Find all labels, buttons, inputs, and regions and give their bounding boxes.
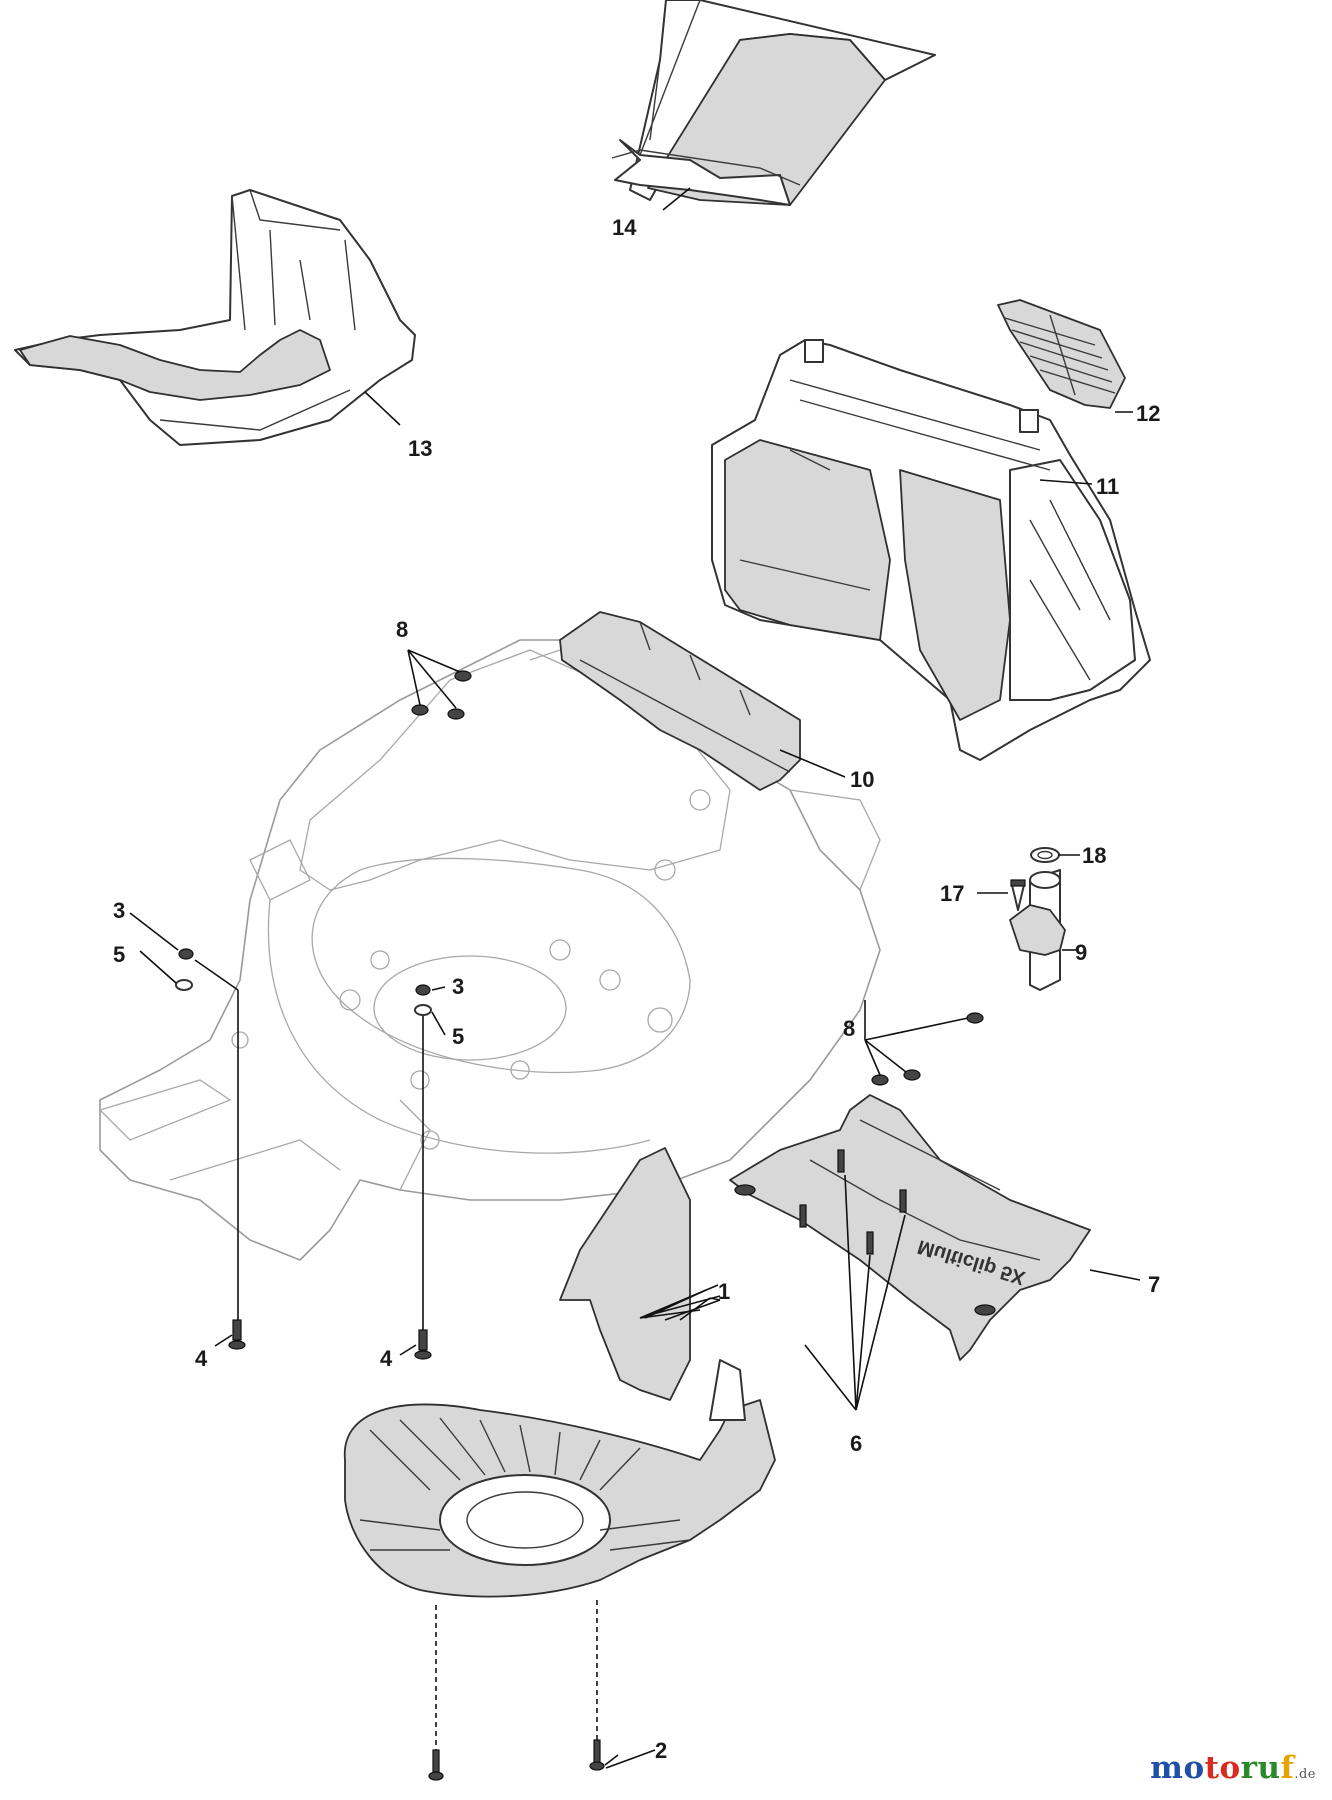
callout-7: 7 — [1148, 1272, 1160, 1297]
part-1-baffle — [344, 1147, 776, 1598]
callout-5-left: 5 — [113, 942, 125, 967]
part-10-rear-flap — [559, 611, 801, 791]
callout-17: 17 — [940, 881, 964, 906]
part-9-height-adjuster — [1009, 869, 1066, 991]
callout-4-left: 4 — [195, 1346, 208, 1371]
callout-12: 12 — [1136, 401, 1160, 426]
logo-brand-text: motoruf — [1150, 1750, 1295, 1786]
callout-3-center: 3 — [452, 974, 464, 999]
callout-5-center: 5 — [452, 1024, 464, 1049]
callout-9: 9 — [1075, 940, 1087, 965]
callout-1: 1 — [718, 1279, 730, 1304]
callout-18: 18 — [1082, 843, 1106, 868]
callout-3-left: 3 — [113, 898, 125, 923]
leader-lines — [129, 187, 1141, 1769]
logo-domain-text: .de — [1294, 1767, 1316, 1782]
part-17-screw — [1010, 879, 1026, 911]
callout-13: 13 — [408, 436, 432, 461]
part-14-catcher-top — [611, 0, 936, 206]
callout-8-lower: 8 — [843, 1016, 855, 1041]
part-12-vent-grille — [997, 299, 1126, 409]
callout-14: 14 — [612, 215, 637, 240]
fasteners — [175, 670, 984, 1781]
callout-labels: 14 13 12 11 10 8 3 5 3 5 4 4 18 17 9 8 7… — [113, 215, 1160, 1763]
callout-8-upper: 8 — [396, 617, 408, 642]
part-7-underside-cover — [729, 1094, 1091, 1361]
deck-housing-outline — [98, 639, 881, 1261]
callout-10: 10 — [850, 767, 874, 792]
part-13-rear-guard — [14, 189, 416, 446]
callout-2: 2 — [655, 1738, 667, 1763]
part-18-washer — [1030, 847, 1060, 863]
callout-6: 6 — [850, 1431, 862, 1456]
part-11-catcher-box — [711, 339, 1151, 761]
callout-11: 11 — [1096, 474, 1119, 499]
callout-4-center: 4 — [380, 1346, 393, 1371]
motoruf-logo: motoruf.de — [1150, 1750, 1316, 1786]
assembly-lines — [194, 959, 598, 1750]
